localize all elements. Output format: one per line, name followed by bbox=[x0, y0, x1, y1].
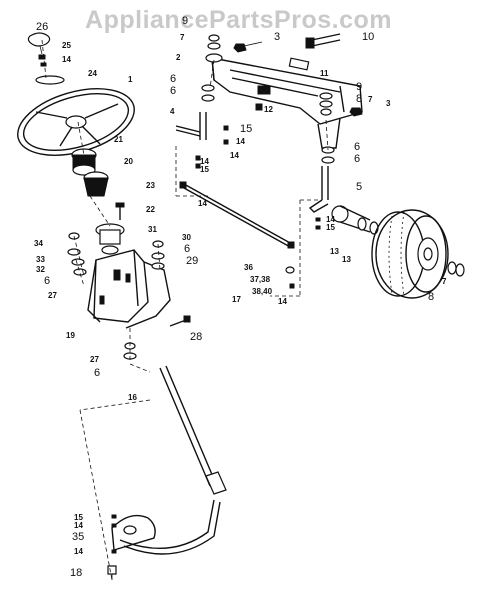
label-14: 14 bbox=[326, 215, 335, 224]
label-13: 13 bbox=[342, 255, 351, 264]
label-30: 30 bbox=[182, 233, 191, 242]
label-24: 24 bbox=[88, 69, 97, 78]
label-15: 15 bbox=[326, 223, 335, 232]
label-8: 8 bbox=[428, 291, 434, 303]
label-14: 14 bbox=[198, 199, 207, 208]
part-bolt-10 bbox=[305, 33, 341, 49]
label-32: 32 bbox=[36, 265, 45, 274]
label-6: 6 bbox=[184, 243, 190, 255]
label-6: 6 bbox=[354, 141, 360, 153]
part-pivot-plate bbox=[111, 514, 156, 551]
part-gear-20 bbox=[83, 171, 109, 197]
part-bolt-28 bbox=[169, 315, 191, 327]
part-steering-wheel bbox=[17, 88, 135, 156]
label-27: 27 bbox=[90, 355, 99, 364]
leader-lines-axle bbox=[175, 59, 329, 297]
part-nut-3a bbox=[233, 41, 263, 53]
part-hub-cap bbox=[447, 261, 465, 277]
part-front-tire bbox=[371, 209, 449, 299]
part-hardware-spindle bbox=[315, 217, 321, 230]
label-14: 14 bbox=[74, 547, 83, 556]
callout-labels: 26 25 14 24 1 21 20 23 22 34 33 32 6 27 … bbox=[34, 15, 447, 579]
part-bracket-19 bbox=[87, 249, 171, 329]
label-3: 3 bbox=[386, 99, 391, 108]
label-15: 15 bbox=[200, 165, 209, 174]
part-washers-axle-left bbox=[201, 84, 215, 102]
label-6: 6 bbox=[94, 367, 100, 379]
part-knob bbox=[27, 32, 51, 55]
label-15: 15 bbox=[74, 513, 83, 522]
label-7: 7 bbox=[180, 33, 185, 42]
part-tie-rod bbox=[179, 181, 295, 249]
label-36: 36 bbox=[244, 263, 253, 272]
label-8: 8 bbox=[356, 93, 362, 105]
part-kingpin-4 bbox=[175, 112, 207, 140]
label-23: 23 bbox=[146, 181, 155, 190]
leader-lines-left bbox=[41, 39, 161, 581]
label-2: 2 bbox=[176, 53, 181, 62]
part-tie-rod-hardware bbox=[285, 266, 295, 289]
label-6: 6 bbox=[170, 73, 176, 85]
label-25: 25 bbox=[62, 41, 71, 50]
label-14: 14 bbox=[236, 137, 245, 146]
label-5: 5 bbox=[356, 181, 362, 193]
label-14: 14 bbox=[230, 151, 239, 160]
label-19: 19 bbox=[66, 331, 75, 340]
label-14: 14 bbox=[74, 521, 83, 530]
label-28: 28 bbox=[190, 331, 202, 343]
part-hardware-kingpin bbox=[195, 125, 229, 169]
label-14: 14 bbox=[62, 55, 71, 64]
part-washers-left bbox=[67, 232, 87, 276]
label-20: 20 bbox=[124, 157, 133, 166]
label-37-38: 37,38 bbox=[250, 275, 271, 284]
label-6: 6 bbox=[354, 153, 360, 165]
label-33: 33 bbox=[36, 255, 45, 264]
part-steering-shaft bbox=[159, 365, 227, 495]
label-10: 10 bbox=[362, 31, 374, 43]
label-18: 18 bbox=[70, 567, 82, 579]
label-6: 6 bbox=[170, 85, 176, 97]
label-14: 14 bbox=[278, 297, 287, 306]
part-lower-link bbox=[119, 499, 221, 555]
label-11: 11 bbox=[320, 69, 329, 78]
label-34: 34 bbox=[34, 239, 43, 248]
part-spindle-left bbox=[205, 34, 223, 63]
label-16: 16 bbox=[128, 393, 137, 402]
part-screw-12 bbox=[255, 103, 263, 111]
label-29: 29 bbox=[186, 255, 198, 267]
part-nut-washer bbox=[35, 54, 65, 85]
label-9: 9 bbox=[356, 81, 362, 93]
label-38-40: 38,40 bbox=[252, 287, 273, 296]
label-27: 27 bbox=[48, 291, 57, 300]
part-spindle-arm-5 bbox=[308, 166, 329, 213]
part-bushing-31 bbox=[95, 223, 125, 255]
label-4: 4 bbox=[170, 107, 175, 116]
label-7: 7 bbox=[442, 277, 447, 286]
part-front-axle bbox=[211, 57, 363, 149]
part-lower-hardware bbox=[107, 514, 117, 580]
part-axle-stub bbox=[331, 205, 379, 235]
label-22: 22 bbox=[146, 205, 155, 214]
label-31: 31 bbox=[148, 225, 157, 234]
label-26: 26 bbox=[36, 21, 48, 33]
label-1: 1 bbox=[128, 75, 133, 84]
label-9: 9 bbox=[182, 15, 188, 27]
label-15: 15 bbox=[240, 123, 252, 135]
label-3: 3 bbox=[274, 31, 280, 43]
label-12: 12 bbox=[264, 105, 273, 114]
label-21: 21 bbox=[114, 135, 123, 144]
label-17: 17 bbox=[232, 295, 241, 304]
label-35: 35 bbox=[72, 531, 84, 543]
label-7: 7 bbox=[368, 95, 373, 104]
part-screw-22 bbox=[115, 202, 125, 220]
label-14: 14 bbox=[200, 157, 209, 166]
label-13: 13 bbox=[330, 247, 339, 256]
label-6: 6 bbox=[44, 275, 50, 287]
part-pin-11 bbox=[288, 57, 310, 71]
